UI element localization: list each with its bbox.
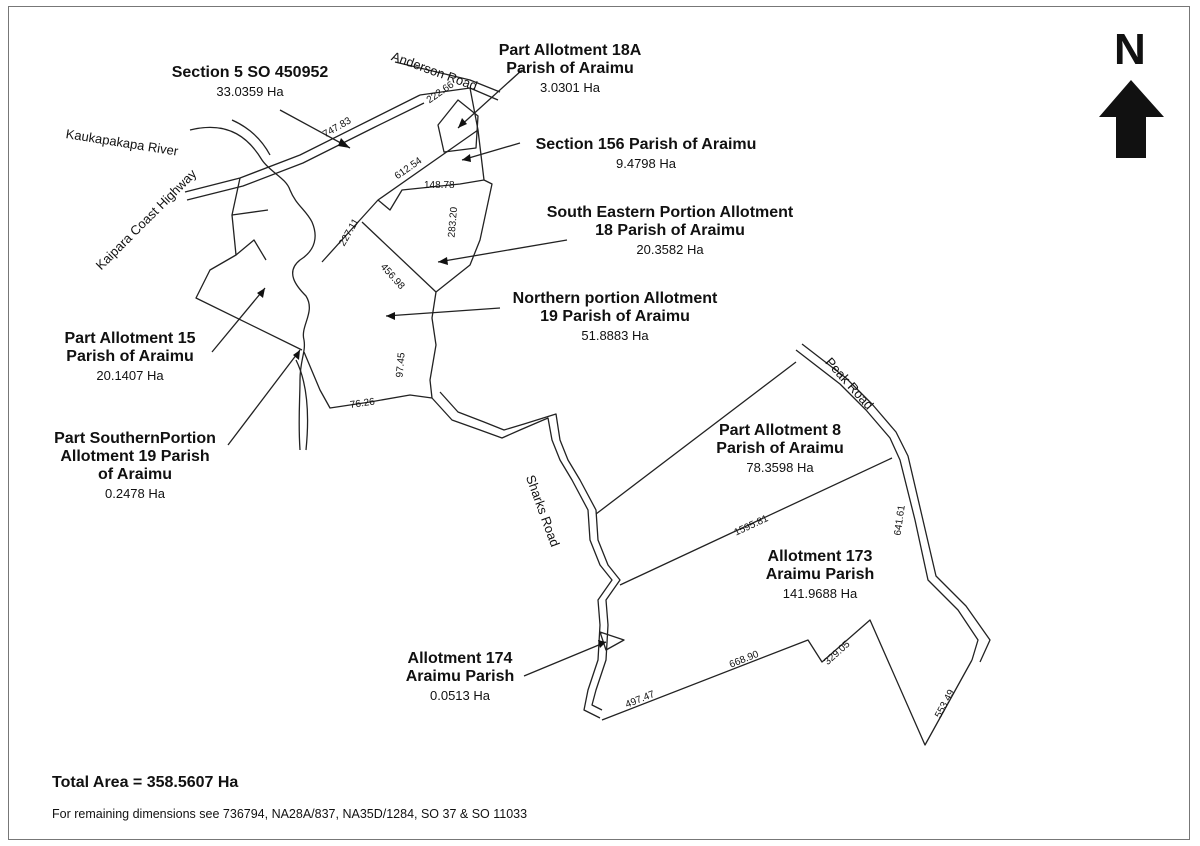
boundary-line [303, 351, 433, 409]
boundary-line [429, 291, 437, 399]
leader-line [211, 287, 266, 353]
leader-line [227, 349, 301, 446]
arrowhead-icon [462, 154, 471, 162]
boundary-line [361, 221, 437, 293]
peak-road-line-2 [801, 343, 991, 663]
leader-line [523, 641, 607, 677]
total-area: Total Area = 358.5607 Ha [52, 774, 239, 791]
highway-line-2 [186, 102, 425, 201]
allotment-174-outline [599, 631, 625, 651]
map-frame [8, 6, 1190, 840]
river-line [189, 126, 316, 451]
river-line-3 [295, 359, 309, 451]
parcel-label-se-allotment18: South Eastern Portion Allotment 18 Paris… [546, 204, 794, 257]
dimension-label: 97.45 [394, 352, 408, 378]
north-arrow-icon [1099, 80, 1164, 158]
allotment-18a-outline [437, 99, 479, 153]
arrowhead-icon [257, 288, 265, 298]
parcel-label-southern-allotment19: Part SouthernPortion Allotment 19 Parish… [54, 430, 216, 501]
leader-line [279, 109, 351, 149]
boundary-line [377, 179, 485, 211]
dimension-note: For remaining dimensions see 736794, NA2… [52, 807, 528, 821]
leader-line [385, 307, 501, 317]
leader-line [457, 69, 523, 129]
arrowhead-icon [293, 350, 300, 360]
leader-line [461, 142, 521, 161]
boundary-line [195, 214, 303, 351]
sharks-road-line [431, 397, 613, 719]
arrowhead-icon [386, 312, 395, 320]
north-label: N [1114, 25, 1146, 74]
anderson-road-line [394, 61, 501, 93]
river-line-2 [231, 119, 271, 156]
boundary-line [619, 457, 893, 586]
arrowhead-icon [598, 640, 606, 648]
arrowhead-icon [338, 138, 350, 148]
boundary-line [601, 619, 973, 746]
parcel-label-northern-allotment19: Northern portion Allotment 19 Parish of … [512, 290, 718, 343]
highway-line [184, 94, 421, 193]
dimension-label: 148.78 [424, 180, 455, 191]
boundary-line [435, 179, 493, 293]
sharks-road-line-2 [439, 391, 621, 711]
arrowhead-icon [438, 257, 448, 265]
leader-line [437, 239, 568, 263]
arrowhead-icon [458, 118, 467, 128]
boundary-line [595, 361, 797, 515]
peak-road-line [795, 349, 979, 661]
boundary-line [235, 239, 267, 261]
